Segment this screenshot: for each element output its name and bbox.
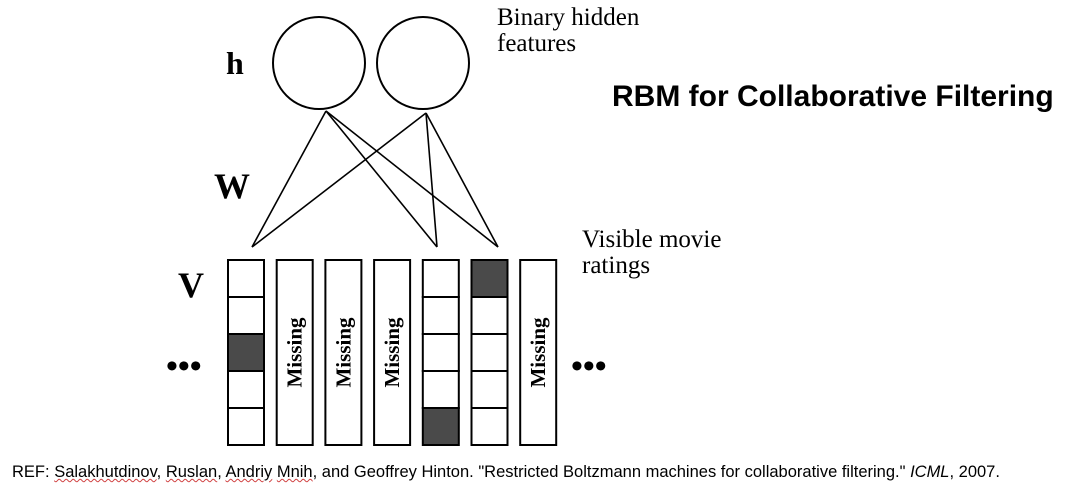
missing-label: Missing bbox=[526, 317, 550, 388]
ellipsis-right: ••• bbox=[571, 348, 607, 385]
missing-rating-column: Missing bbox=[519, 259, 558, 446]
rating-cell bbox=[421, 333, 460, 372]
missing-rating-column: Missing bbox=[324, 259, 363, 446]
rating-cell-active bbox=[470, 259, 509, 298]
reference-author2-first: Andriy bbox=[225, 463, 273, 481]
page-title: RBM for Collaborative Filtering bbox=[612, 80, 1054, 113]
reference-prefix: REF: bbox=[12, 463, 50, 481]
missing-label: Missing bbox=[380, 317, 404, 388]
visible-ratings-label-line1: Visible movie bbox=[582, 226, 721, 253]
ellipsis-left: ••• bbox=[166, 348, 202, 385]
rating-cell bbox=[470, 296, 509, 335]
hidden-unit-1 bbox=[272, 16, 366, 110]
rating-column bbox=[470, 259, 509, 446]
rating-cell bbox=[421, 296, 460, 335]
reference-author2-last: Mnih bbox=[276, 463, 313, 481]
rating-cell bbox=[227, 370, 265, 409]
missing-label: Missing bbox=[283, 317, 307, 388]
missing-rating-column: Missing bbox=[373, 259, 412, 446]
missing-box bbox=[275, 259, 314, 446]
weight-edge bbox=[325, 110, 499, 248]
reference-author1-last: Salakhutdinov bbox=[54, 463, 157, 481]
rating-cell-active bbox=[227, 333, 265, 372]
visible-ratings-label-line2: ratings bbox=[582, 252, 650, 279]
rating-cell bbox=[227, 407, 265, 446]
missing-rating-column: Missing bbox=[275, 259, 314, 446]
weight-edge bbox=[425, 112, 438, 248]
reference-author1-first: Ruslan bbox=[165, 463, 218, 481]
reference-body: , and Geoffrey Hinton. "Restricted Boltz… bbox=[312, 463, 906, 481]
weight-edge bbox=[251, 112, 427, 248]
rating-cell bbox=[421, 259, 460, 298]
reference-citation: REF: Salakhutdinov, Ruslan, Andriy Mnih,… bbox=[12, 463, 1000, 482]
rating-cell bbox=[470, 333, 509, 372]
rating-column bbox=[421, 259, 460, 446]
rating-column bbox=[227, 259, 265, 446]
rating-cell bbox=[470, 370, 509, 409]
hidden-features-label-line1: Binary hidden bbox=[497, 4, 640, 31]
reference-comma: , bbox=[156, 463, 162, 481]
missing-box bbox=[324, 259, 363, 446]
weight-edge bbox=[425, 112, 499, 248]
reference-year: , 2007. bbox=[949, 463, 1000, 481]
hidden-unit-2 bbox=[376, 16, 470, 110]
hidden-features-label-line2: features bbox=[497, 30, 576, 57]
rating-cell bbox=[227, 259, 265, 298]
rating-cell-active bbox=[421, 407, 460, 446]
reference-venue: ICML bbox=[910, 463, 950, 481]
reference-comma: , bbox=[217, 463, 222, 481]
rating-cell bbox=[421, 370, 460, 409]
missing-box bbox=[519, 259, 558, 446]
missing-label: Missing bbox=[331, 317, 355, 388]
rating-cell bbox=[227, 296, 265, 335]
weights-label: W bbox=[214, 166, 250, 206]
visible-units: Missing Missing Missing Missing bbox=[227, 259, 558, 446]
weight-edge bbox=[325, 110, 438, 248]
rating-cell bbox=[470, 407, 509, 446]
weight-edge bbox=[251, 110, 327, 248]
missing-box bbox=[373, 259, 412, 446]
hidden-layer-label: h bbox=[226, 45, 244, 81]
visible-layer-label: V bbox=[178, 265, 204, 305]
weight-connections bbox=[251, 110, 499, 248]
